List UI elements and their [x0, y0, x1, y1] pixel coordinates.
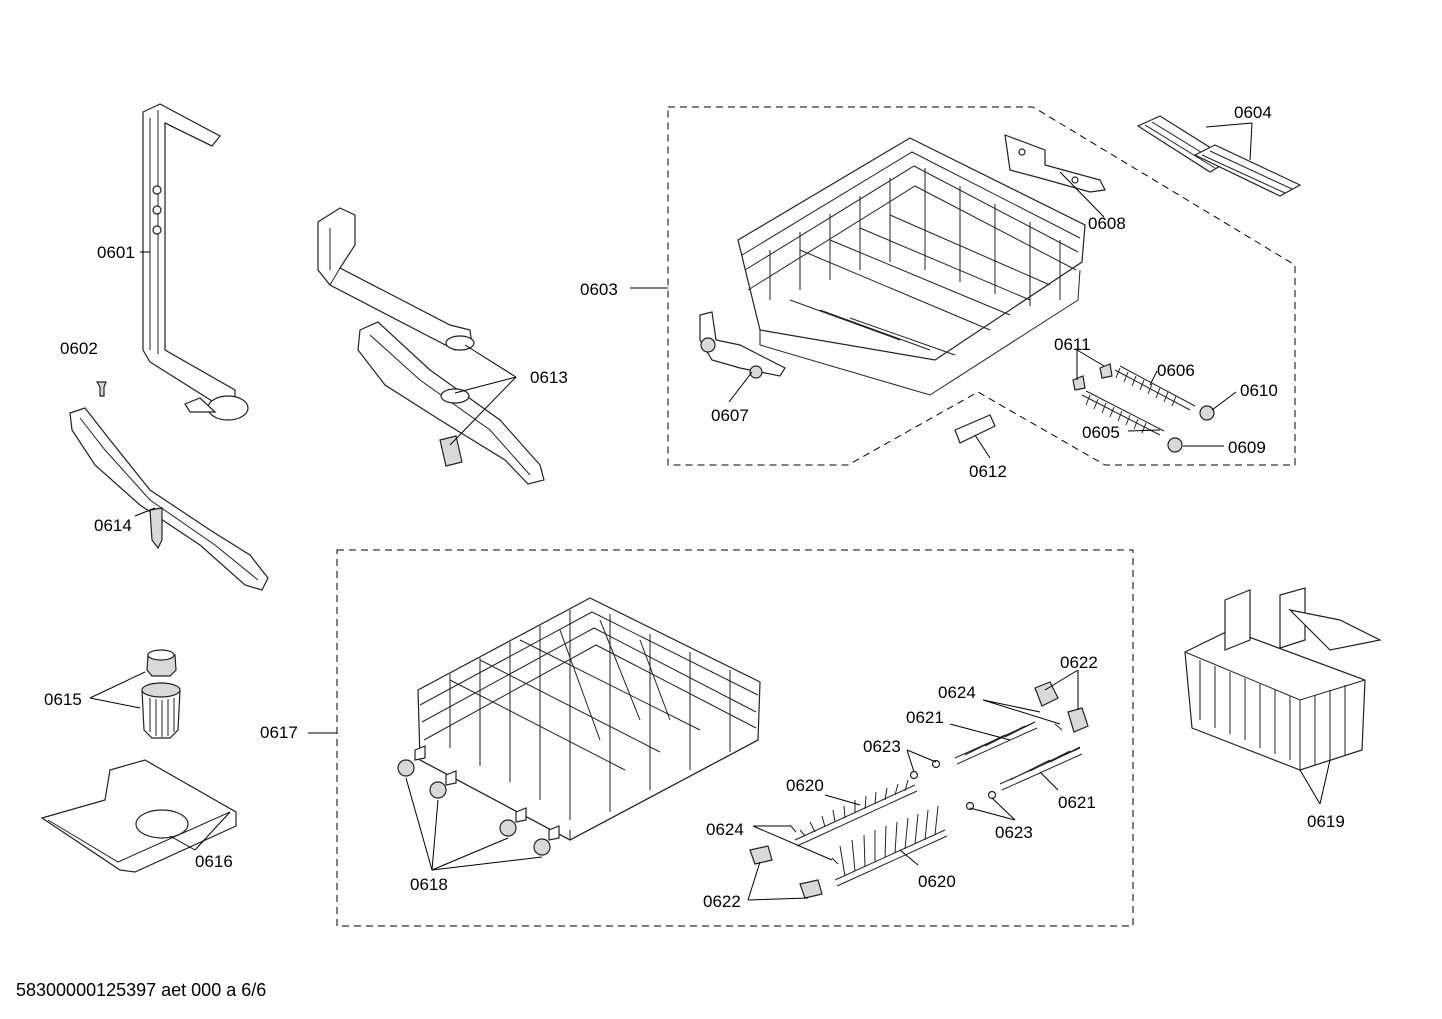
label-0610: 0610: [1240, 381, 1278, 400]
upper-spray-arm-0613: [317, 207, 545, 485]
spray-pipe-0601: [142, 103, 249, 421]
label-0621b: 0621: [1058, 793, 1096, 812]
cup-racks-0604: [1136, 115, 1302, 197]
label-0615: 0615: [44, 690, 82, 709]
tine-rows-0605-0606: [1081, 365, 1196, 436]
label-0606: 0606: [1157, 361, 1195, 380]
filter-plate-0616: [40, 759, 237, 873]
label-0617: 0617: [260, 723, 298, 742]
tine-rows-0621: [954, 721, 1083, 791]
label-0618: 0618: [410, 875, 448, 894]
handle-0612: [954, 414, 996, 444]
label-0603: 0603: [580, 280, 618, 299]
label-0623b: 0623: [995, 823, 1033, 842]
label-0607: 0607: [711, 406, 749, 425]
label-0601: 0601: [97, 243, 135, 262]
label-0609: 0609: [1228, 438, 1266, 457]
label-0608: 0608: [1088, 214, 1126, 233]
label-0613: 0613: [530, 368, 568, 387]
filter-0615: [141, 649, 181, 739]
lower-basket-0617: [417, 597, 761, 841]
label-0622b: 0622: [703, 892, 741, 911]
leader-lines: [89, 122, 1331, 901]
label-0620b: 0620: [918, 872, 956, 891]
screw-0602: [95, 381, 107, 397]
label-0624a: 0624: [938, 683, 976, 702]
label-0604: 0604: [1234, 103, 1272, 122]
document-id: 58300000125397 aet 000 a 6/6: [16, 980, 267, 1000]
lower-rack-group-frame: [336, 549, 1134, 927]
label-0605: 0605: [1082, 423, 1120, 442]
label-0611: 0611: [1054, 335, 1091, 354]
cutlery-basket-0619: [1184, 587, 1382, 771]
label-0621a: 0621: [906, 708, 944, 727]
label-0619: 0619: [1307, 812, 1345, 831]
label-0623a: 0623: [863, 737, 901, 756]
label-0614: 0614: [94, 516, 132, 535]
upper-basket-0603: [737, 137, 1086, 396]
label-0616: 0616: [195, 852, 233, 871]
small-parts-0622-0623-0624: [749, 681, 1089, 899]
label-0624b: 0624: [706, 820, 744, 839]
rollers-0618: [397, 745, 560, 856]
rack-bracket-0608: [1004, 134, 1106, 193]
lower-spray-arm-0614: [69, 407, 269, 591]
clips-0609-0610-0611: [1072, 363, 1215, 453]
roller-bracket-0607: [699, 311, 786, 379]
part-labels: 0601 0602 0603 0604 0605 0606 0607 0608 …: [44, 103, 1345, 911]
label-0620a: 0620: [786, 776, 824, 795]
label-0622a: 0622: [1060, 653, 1098, 672]
label-0612: 0612: [969, 462, 1007, 481]
upper-rack-group-frame: [667, 106, 1296, 466]
label-0602: 0602: [60, 339, 98, 358]
tine-rows-0620: [794, 779, 948, 887]
